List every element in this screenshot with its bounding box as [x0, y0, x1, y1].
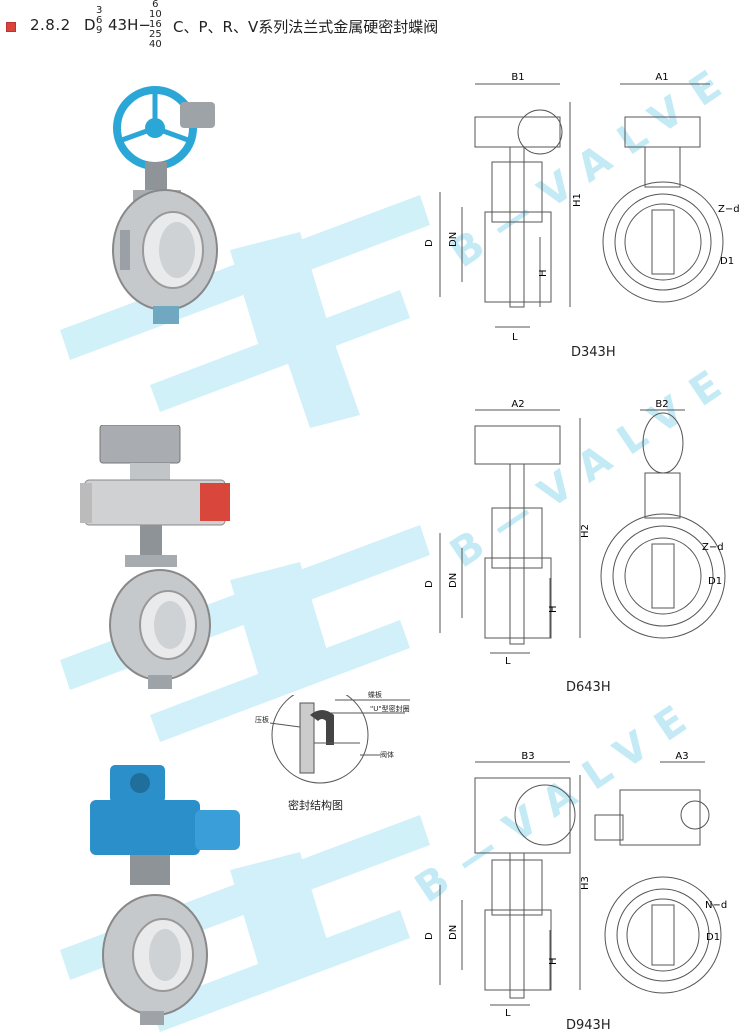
valve-body-icon [109, 569, 211, 681]
handwheel-icon [113, 86, 215, 170]
dim-width: A2 [511, 399, 524, 410]
dim-z-d: Z−d [702, 542, 724, 553]
dim-d: D [424, 580, 435, 588]
stack-b-item: 40 [149, 39, 162, 50]
dim-l: L [505, 656, 511, 667]
dim-h: H [548, 605, 559, 613]
section-number: 2.8.2 [30, 16, 71, 34]
seal-label-body: 阀体 [380, 751, 394, 759]
stack-b-item: 16 [149, 19, 162, 30]
pneumatic-actuator-icon [80, 479, 230, 526]
title-prefix: D [84, 16, 96, 34]
valve-body-icon [112, 189, 218, 311]
dim-width: B3 [521, 751, 534, 762]
dim-dn: DN [448, 925, 459, 940]
dim-d1: D1 [706, 932, 720, 943]
valve-photo-pneumatic [80, 425, 230, 689]
dim-side: A3 [675, 751, 688, 762]
electric-actuator-icon [90, 765, 240, 855]
seal-label-plate: 蝶板 [368, 691, 382, 699]
caption-d943h: D943H [566, 1018, 611, 1033]
pressure-stack-b: 6 10 16 25 40 [149, 0, 162, 50]
stack-a-item: 6 [96, 15, 103, 26]
seal-structure-diagram [269, 695, 410, 784]
dim-n-d: N−d [705, 900, 727, 911]
dim-d: D [424, 932, 435, 940]
page-header: 2.8.2 D 3 6 9 43H− 6 10 16 25 40 C、P、R、V… [0, 0, 750, 50]
drawing-d643h: A2 B2 H2 D DN H L Z−d D1 [424, 399, 726, 667]
dim-height: H1 [572, 193, 583, 207]
title-tail: C、P、R、V系列法兰式金属硬密封蝶阀 [173, 18, 439, 36]
pressure-stack-a: 3 6 9 [96, 6, 102, 36]
title-mid: 43H− [108, 16, 151, 34]
stack-b-item: 6 [152, 0, 159, 10]
dim-dn: DN [448, 573, 459, 588]
valve-photo-electric [90, 765, 240, 1025]
caption-d643h: D643H [566, 680, 611, 695]
dim-height: H2 [580, 524, 591, 538]
seal-caption: 密封结构图 [288, 799, 343, 812]
stack-b-item: 10 [149, 9, 162, 20]
seal-label-press: 压板 [255, 716, 269, 724]
stack-a-item: 9 [96, 25, 103, 36]
dim-h: H [538, 269, 549, 277]
valve-body-icon [102, 894, 208, 1016]
drawing-d943h: B3 A3 H3 D DN H L N−d D1 [424, 751, 727, 1019]
stack-a-item: 3 [96, 5, 103, 16]
dim-l: L [505, 1008, 511, 1019]
dim-l: L [512, 332, 518, 343]
valve-photo-handwheel [112, 86, 218, 324]
dim-h: H [548, 957, 559, 965]
dim-side: A1 [655, 72, 668, 83]
dim-height: H3 [580, 876, 591, 890]
dim-side: B2 [655, 399, 668, 410]
dim-d: D [424, 239, 435, 247]
stack-b-item: 25 [149, 29, 162, 40]
dim-z-d: Z−d [718, 204, 740, 215]
seal-label-ring: "U"型密封圈 [370, 705, 410, 713]
caption-d343h: D343H [571, 345, 616, 360]
drawing-d343h: B1 A1 H1 D DN H L Z−d D1 [424, 72, 740, 343]
dim-d1: D1 [720, 256, 734, 267]
dim-dn: DN [448, 232, 459, 247]
section-bullet-icon [6, 22, 16, 32]
dim-width: B1 [511, 72, 524, 83]
dim-d1: D1 [708, 576, 722, 587]
